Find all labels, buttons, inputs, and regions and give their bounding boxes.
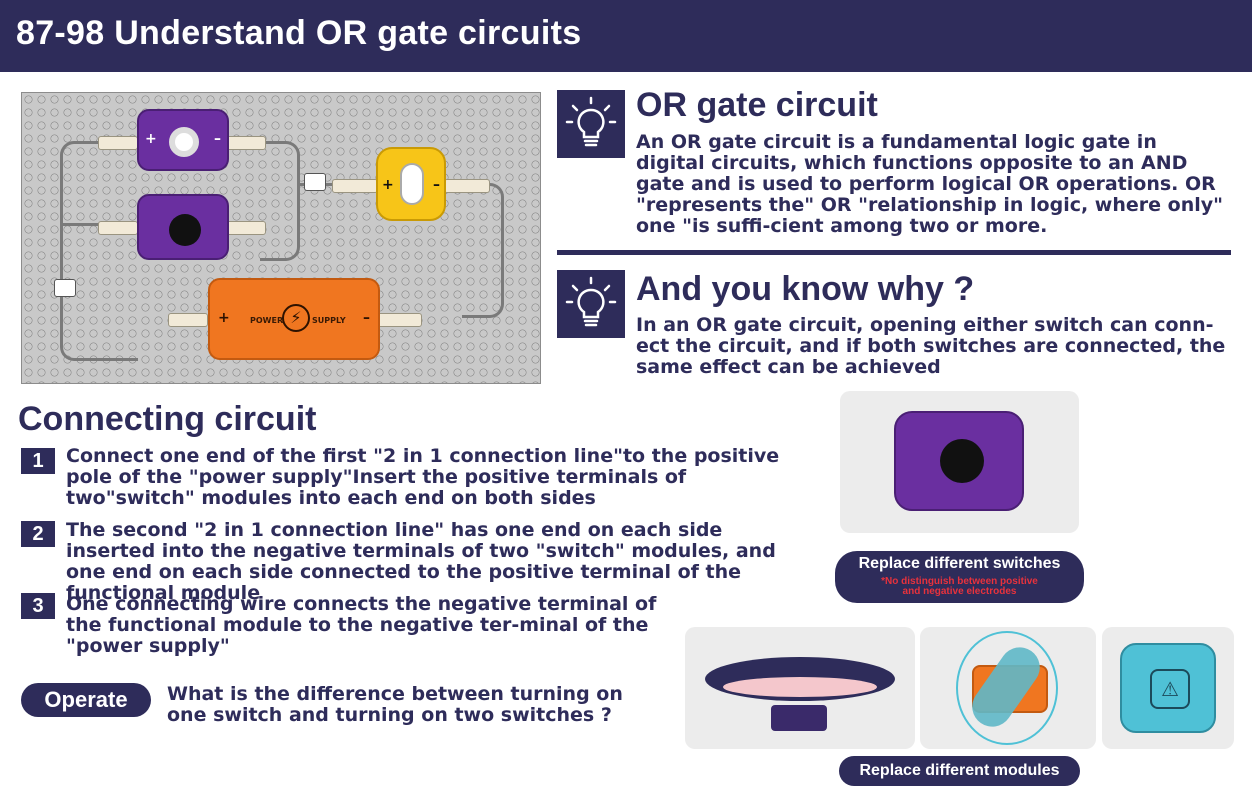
switch-knob <box>940 439 984 483</box>
negative-terminal-label: – <box>433 177 440 193</box>
replace-modules-title: Replace different modules <box>859 762 1060 779</box>
why-description: In an OR gate circuit, opening either sw… <box>636 314 1226 378</box>
fan-panel <box>920 627 1096 749</box>
wire <box>60 141 138 361</box>
connector-plug <box>168 313 208 327</box>
connector-plug <box>98 136 138 150</box>
step-number: 2 <box>21 521 55 547</box>
negative-terminal-label: – <box>214 131 221 147</box>
buzzer-module: ⚠ <box>1120 643 1216 733</box>
wire <box>462 183 504 318</box>
connector-plug <box>226 136 266 150</box>
connector-plug <box>226 221 266 235</box>
step-text: One connecting wire connects the negativ… <box>66 593 657 657</box>
wire-junction <box>54 279 76 297</box>
switch-module-bottom <box>137 194 229 260</box>
alarm-light-base <box>771 705 827 731</box>
step-number: 3 <box>21 593 55 619</box>
or-gate-title: OR gate circuit <box>636 86 878 124</box>
step-number: 1 <box>21 448 55 474</box>
page-header: 87-98 Understand OR gate circuits <box>0 0 1252 72</box>
power-label: POWER <box>250 316 284 325</box>
buzzer-panel: ⚠ <box>1102 627 1234 749</box>
page-title: 87-98 Understand OR gate circuits <box>16 14 582 52</box>
power-supply-module: + – POWER SUPPLY ⚡ <box>208 278 380 360</box>
operate-badge: Operate <box>21 683 151 717</box>
operate-question: What is the difference between turning o… <box>167 683 623 726</box>
connector-plug <box>444 179 490 193</box>
positive-terminal-label: + <box>382 177 394 193</box>
lamp-bulb <box>400 163 424 205</box>
fan-guard <box>956 631 1058 745</box>
breadboard-illustration: + – + – + – POWER SUPPLY ⚡ <box>21 92 541 384</box>
negative-terminal-label: – <box>363 310 370 326</box>
supply-label: SUPPLY <box>312 316 346 325</box>
replace-modules-label: Replace different modules <box>839 756 1080 786</box>
switch-module-top: + – <box>137 109 229 171</box>
switch-knob <box>169 127 199 157</box>
alarm-icon: ⚠ <box>1150 669 1190 709</box>
positive-terminal-label: + <box>218 310 230 326</box>
lightning-icon: ⚡ <box>282 304 310 332</box>
connecting-title: Connecting circuit <box>18 400 317 438</box>
step-text: Connect one end of the first "2 in 1 con… <box>66 445 780 509</box>
alarm-light-lens <box>723 677 877 697</box>
switch-image-panel <box>840 391 1079 533</box>
or-gate-description: An OR gate circuit is a fundamental logi… <box>636 131 1224 237</box>
wire-junction <box>304 173 326 191</box>
section-divider <box>557 250 1231 255</box>
replace-switches-note-1: *No distinguish between positive <box>881 576 1038 587</box>
connector-plug <box>332 179 378 193</box>
lightbulb-icon <box>557 270 625 338</box>
replace-switches-label: Replace different switches *No distingui… <box>835 551 1084 603</box>
alarm-light-panel <box>685 627 915 749</box>
connector-plug <box>376 313 422 327</box>
switch-module-image <box>894 411 1024 511</box>
replace-switches-title: Replace different switches <box>858 555 1061 572</box>
why-title: And you know why ? <box>636 270 975 308</box>
replace-switches-note-2: and negative electrodes <box>902 586 1017 597</box>
positive-terminal-label: + <box>145 131 157 147</box>
step-text: The second "2 in 1 connection line" has … <box>66 519 776 604</box>
connector-plug <box>98 221 138 235</box>
wire <box>260 141 300 261</box>
switch-knob <box>169 214 201 246</box>
functional-module: + – <box>376 147 446 221</box>
lightbulb-icon <box>557 90 625 158</box>
